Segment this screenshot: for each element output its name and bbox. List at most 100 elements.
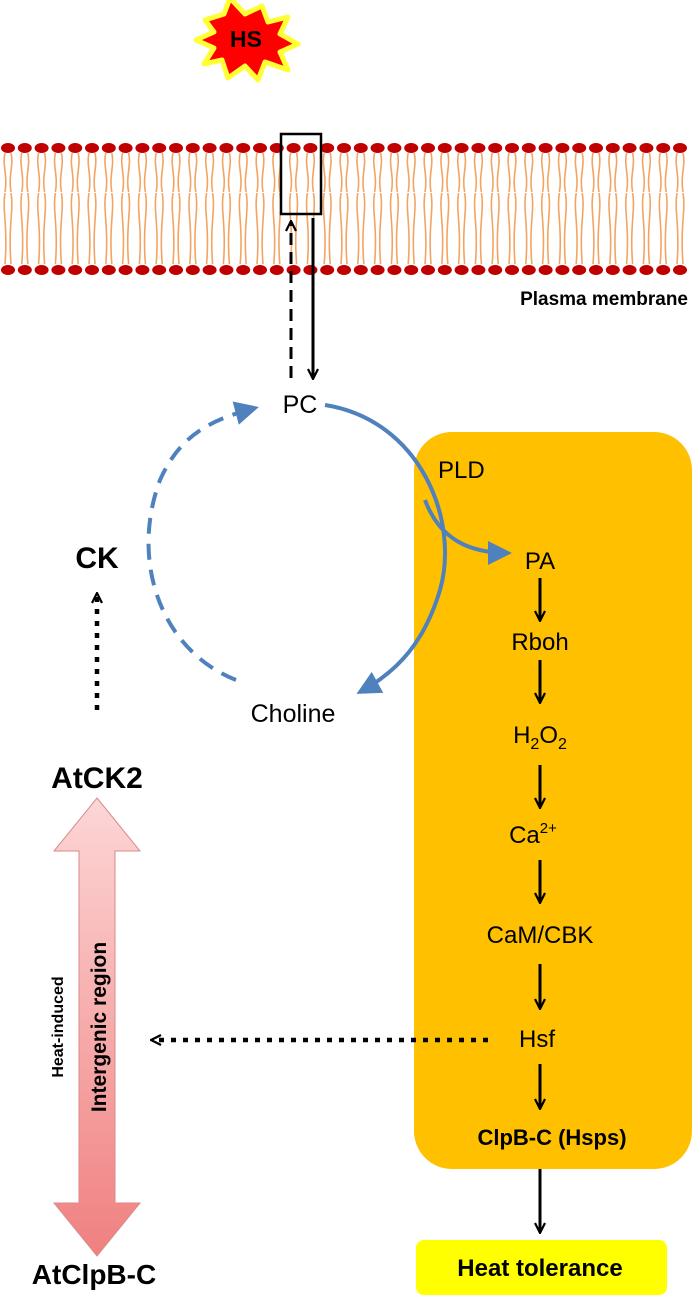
lipid-head-upper <box>454 143 469 153</box>
lipid-tail-upper <box>255 152 265 193</box>
lipid-tail-upper <box>658 152 668 193</box>
lipid-tail-upper <box>440 152 450 193</box>
lipid-tail-upper <box>137 152 148 193</box>
lipid-tail-lower <box>120 192 131 265</box>
lipid-tail-upper <box>372 152 383 193</box>
lipid-tail-upper <box>406 152 416 193</box>
choline-label: Choline <box>251 700 336 728</box>
lipid-head-lower <box>387 265 402 275</box>
lipid-head-lower <box>152 265 167 275</box>
heat-tolerance-label: Heat tolerance <box>457 1255 622 1282</box>
lipid-head-lower <box>404 265 419 275</box>
lipid-tail-lower <box>440 192 450 265</box>
lipid-head-upper <box>437 143 452 153</box>
lipid-tail-upper <box>70 152 80 193</box>
clpb-hsps-label: ClpB-C (Hsps) <box>477 1125 626 1150</box>
plasma-membrane-label: Plasma membrane <box>520 289 688 310</box>
calcium-charge: 2+ <box>540 820 557 837</box>
lipid-tail-lower <box>389 192 400 265</box>
lipid-tail-lower <box>574 192 584 265</box>
lipid-tail-upper <box>288 152 299 193</box>
h2o2-o: O <box>539 722 558 749</box>
lipid-head-lower <box>253 265 267 275</box>
lipid-tail-upper <box>540 152 551 193</box>
lipid-head-upper <box>639 143 654 153</box>
lipid-head-upper <box>152 143 167 153</box>
cam-cbk-label: CaM/CBK <box>487 922 594 949</box>
lipid-head-lower <box>219 265 234 275</box>
lipid-tail-upper <box>36 152 47 193</box>
lipid-tail-lower <box>322 192 332 265</box>
lipid-tail-upper <box>624 152 635 193</box>
lipid-tail-upper <box>574 152 584 193</box>
lipid-head-upper <box>68 143 83 153</box>
lipid-tail-lower <box>171 192 181 265</box>
lipid-tail-lower <box>238 192 248 265</box>
lipid-tail-lower <box>557 192 568 265</box>
lipid-tail-lower <box>591 192 601 265</box>
lipid-tail-upper <box>3 152 13 193</box>
lipid-head-lower <box>454 265 469 275</box>
heat-induced-label: Heat-induced <box>50 976 67 1077</box>
lipid-tail-upper <box>339 152 349 193</box>
lipid-tail-upper <box>456 152 467 193</box>
lipid-head-lower <box>169 265 183 275</box>
lipid-head-upper <box>286 143 301 153</box>
heat-tolerance-box <box>416 1240 667 1295</box>
lipid-tail-lower <box>490 192 500 265</box>
calcium-base: Ca <box>509 822 540 849</box>
lipid-head-upper <box>219 143 234 153</box>
hsf-label: Hsf <box>519 1026 555 1053</box>
heat-stress-starburst: HS <box>193 0 301 83</box>
pld-label: PLD <box>438 457 485 484</box>
lipid-tail-lower <box>204 192 215 265</box>
lipid-head-lower <box>353 265 368 275</box>
lipid-head-lower <box>421 265 435 275</box>
lipid-head-lower <box>269 265 284 275</box>
lipid-head-upper <box>253 143 267 153</box>
lipid-tail-upper <box>53 152 64 193</box>
lipid-head-lower <box>68 265 83 275</box>
lipid-head-upper <box>605 143 620 153</box>
pa-label: PA <box>525 548 555 575</box>
lipid-tail-upper <box>608 152 618 193</box>
pc-label: PC <box>283 391 318 419</box>
lipid-head-lower <box>17 265 32 275</box>
lipid-head-upper <box>521 143 536 153</box>
heat-stress-label: HS <box>230 26 262 52</box>
lipid-head-lower <box>101 265 116 275</box>
lipid-tail-lower <box>456 192 467 265</box>
lipid-tail-lower <box>624 192 635 265</box>
lipid-head-upper <box>202 143 217 153</box>
lipid-head-upper <box>505 143 519 153</box>
lipid-tail-upper <box>272 152 282 193</box>
lipid-tail-lower <box>154 192 164 265</box>
lipid-head-upper <box>85 143 99 153</box>
pathway-box <box>414 432 692 1169</box>
lipid-tail-lower <box>641 192 652 265</box>
lipid-head-lower <box>185 265 200 275</box>
pc-to-choline-arrow <box>324 403 448 694</box>
lipid-tail-upper <box>238 152 248 193</box>
lipid-tail-lower <box>608 192 618 265</box>
lipid-tail-upper <box>322 152 332 193</box>
lipid-tail-lower <box>406 192 416 265</box>
lipid-head-upper <box>370 143 385 153</box>
lipid-head-lower <box>202 265 217 275</box>
lipid-tail-lower <box>53 192 64 265</box>
lipid-head-upper <box>303 143 318 153</box>
lipid-head-upper <box>656 143 671 153</box>
lipid-tail-lower <box>524 192 534 265</box>
lipid-head-lower <box>488 265 503 275</box>
lipid-tail-lower <box>272 192 282 265</box>
lipid-head-lower <box>505 265 519 275</box>
lipid-head-lower <box>589 265 603 275</box>
lipid-head-lower <box>370 265 385 275</box>
lipid-tail-lower <box>339 192 349 265</box>
lipid-head-lower <box>51 265 66 275</box>
lipid-tail-lower <box>255 192 265 265</box>
lipid-head-upper <box>337 143 351 153</box>
lipid-head-upper <box>622 143 637 153</box>
lipid-head-lower <box>337 265 351 275</box>
lipid-head-upper <box>538 143 553 153</box>
